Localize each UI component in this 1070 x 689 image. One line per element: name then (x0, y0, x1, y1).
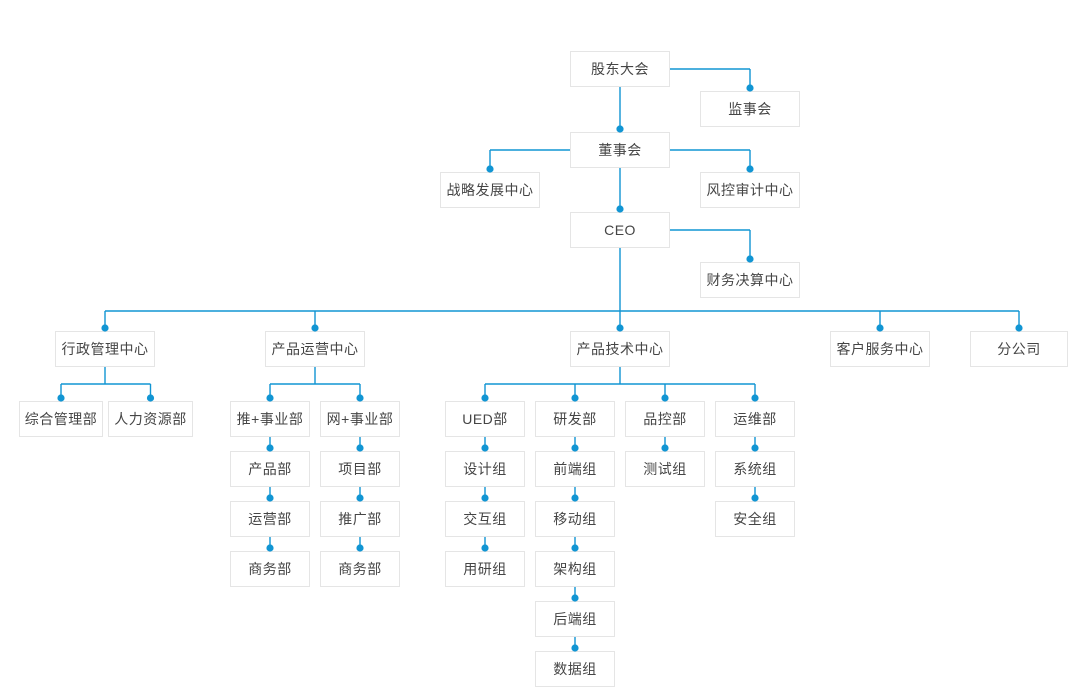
org-node-ceo[interactable]: CEO (570, 212, 670, 248)
org-node-backend-group[interactable]: 后端组 (535, 601, 615, 637)
org-node-qc-dept[interactable]: 品控部 (625, 401, 705, 437)
org-node-interaction-group[interactable]: 交互组 (445, 501, 525, 537)
org-node-tech-center[interactable]: 产品技术中心 (570, 331, 670, 367)
org-node-system-group[interactable]: 系统组 (715, 451, 795, 487)
org-node-admin-center[interactable]: 行政管理中心 (55, 331, 155, 367)
org-node-security-group[interactable]: 安全组 (715, 501, 795, 537)
org-node-hr[interactable]: 人力资源部 (108, 401, 193, 437)
org-node-om-dept[interactable]: 运维部 (715, 401, 795, 437)
org-node-user-research-group[interactable]: 用研组 (445, 551, 525, 587)
org-node-risk-audit[interactable]: 风控审计中心 (700, 172, 800, 208)
org-node-frontend-group[interactable]: 前端组 (535, 451, 615, 487)
org-node-business-wang[interactable]: 商务部 (320, 551, 400, 587)
org-node-project-dept[interactable]: 项目部 (320, 451, 400, 487)
org-node-operation-dept[interactable]: 运营部 (230, 501, 310, 537)
org-node-service-center[interactable]: 客户服务中心 (830, 331, 930, 367)
org-node-rd-dept[interactable]: 研发部 (535, 401, 615, 437)
org-node-board[interactable]: 董事会 (570, 132, 670, 168)
org-node-ops-center[interactable]: 产品运营中心 (265, 331, 365, 367)
org-node-mobile-group[interactable]: 移动组 (535, 501, 615, 537)
org-node-architecture-group[interactable]: 架构组 (535, 551, 615, 587)
org-node-ued-dept[interactable]: UED部 (445, 401, 525, 437)
org-node-supervisory[interactable]: 监事会 (700, 91, 800, 127)
org-node-promotion-dept[interactable]: 推广部 (320, 501, 400, 537)
org-node-wang-division[interactable]: 网+事业部 (320, 401, 400, 437)
org-node-product-dept[interactable]: 产品部 (230, 451, 310, 487)
org-node-design-group[interactable]: 设计组 (445, 451, 525, 487)
org-node-strategy[interactable]: 战略发展中心 (440, 172, 540, 208)
org-node-shareholders[interactable]: 股东大会 (570, 51, 670, 87)
org-node-data-group[interactable]: 数据组 (535, 651, 615, 687)
org-node-branch[interactable]: 分公司 (970, 331, 1068, 367)
org-node-finance[interactable]: 财务决算中心 (700, 262, 800, 298)
org-node-business-tui[interactable]: 商务部 (230, 551, 310, 587)
org-node-general-affairs[interactable]: 综合管理部 (19, 401, 103, 437)
org-node-testing-group[interactable]: 测试组 (625, 451, 705, 487)
org-node-tui-division[interactable]: 推+事业部 (230, 401, 310, 437)
